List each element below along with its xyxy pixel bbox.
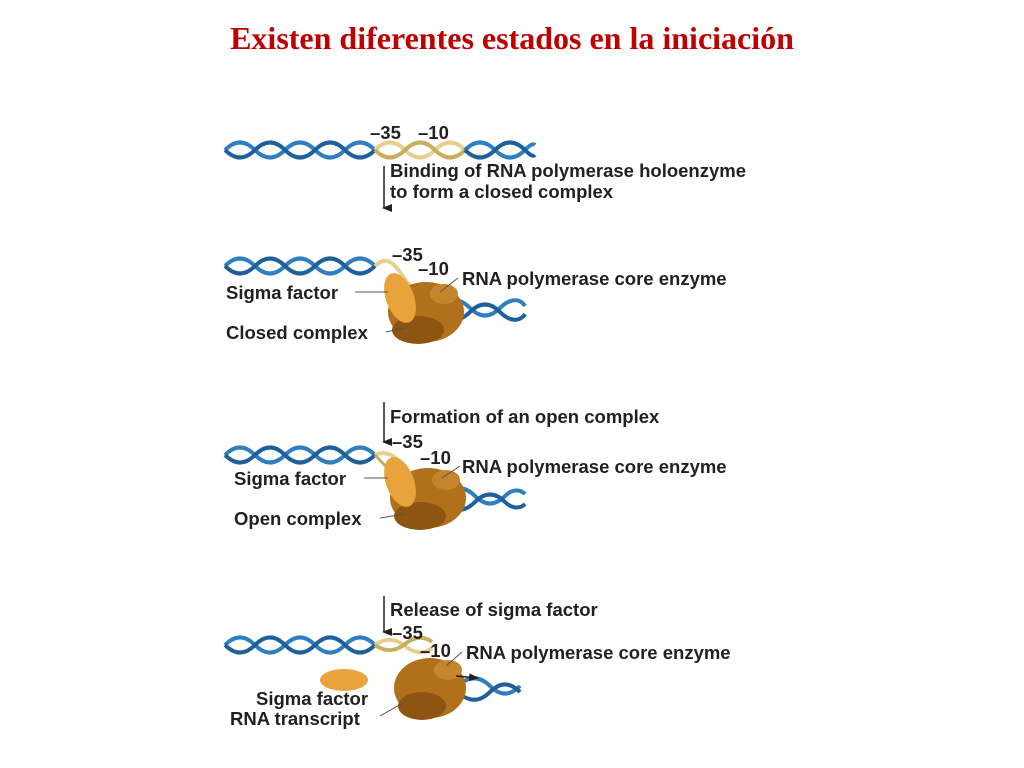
step-2-sigma-label: Sigma factor bbox=[226, 282, 339, 303]
core-leader-line bbox=[439, 277, 459, 293]
step-2-complex-label: Closed complex bbox=[226, 322, 368, 343]
transition-1-label: Binding of RNA polymerase holoenzyme bbox=[390, 160, 746, 181]
step-3-complex-label: Open complex bbox=[234, 508, 362, 529]
step-2-holoenzyme bbox=[384, 273, 464, 344]
sigma-factor-shape bbox=[384, 273, 416, 323]
step-2-marker-minus10: –10 bbox=[418, 258, 449, 279]
step-4-core-enzyme bbox=[394, 658, 466, 720]
released-sigma-factor-shape bbox=[320, 669, 368, 691]
complex-leader-line bbox=[385, 327, 406, 333]
step-1-marker-minus10: –10 bbox=[418, 122, 449, 143]
step-4-sigma-label: Sigma factor bbox=[256, 688, 369, 709]
transition-2-label: Formation of an open complex bbox=[390, 406, 660, 427]
step-4-dna bbox=[223, 635, 522, 702]
step-4-marker-minus10: –10 bbox=[420, 640, 451, 661]
step-3-sigma-label: Sigma factor bbox=[234, 468, 347, 489]
slide-title: Existen diferentes estados en la iniciac… bbox=[230, 20, 794, 56]
transcript-direction-arrow bbox=[455, 673, 479, 682]
step-3-holoenzyme bbox=[384, 457, 466, 530]
step-3-core-enzyme-label: RNA polymerase core enzyme bbox=[462, 456, 727, 477]
step-2-core-enzyme-label: RNA polymerase core enzyme bbox=[462, 268, 727, 289]
transition-1-label-line2: to form a closed complex bbox=[390, 181, 614, 202]
step-1-marker-minus35: –35 bbox=[370, 122, 401, 143]
step-1-dna bbox=[223, 140, 537, 160]
step-4-marker-minus35: –35 bbox=[392, 622, 423, 643]
step-3-marker-minus35: –35 bbox=[392, 431, 423, 452]
step-2-marker-minus35: –35 bbox=[392, 244, 423, 265]
step-4-core-enzyme-label: RNA polymerase core enzyme bbox=[466, 642, 731, 663]
step-3-marker-minus10: –10 bbox=[420, 447, 451, 468]
transition-3-label: Release of sigma factor bbox=[390, 599, 598, 620]
step-4-transcript-label: RNA transcript bbox=[230, 708, 360, 729]
